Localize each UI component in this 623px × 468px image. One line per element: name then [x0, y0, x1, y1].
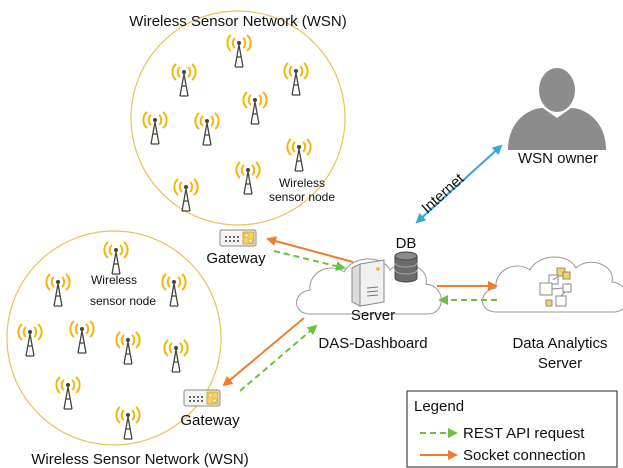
gateway-bottom-label: Gateway — [180, 412, 240, 429]
database-icon — [394, 251, 418, 283]
gateway-top-label: Gateway — [206, 250, 266, 267]
wsn-bottom-title: Wireless Sensor Network (WSN) — [31, 451, 249, 468]
legend-title: Legend — [414, 398, 464, 415]
internet-label: Internet — [418, 170, 468, 217]
internet-arrow — [415, 144, 503, 224]
person-icon — [508, 68, 606, 150]
server-label: Server — [351, 307, 395, 324]
wsn-owner-label: WSN owner — [518, 150, 598, 167]
socket-arrow-gateway-top — [266, 236, 354, 263]
node-label-bottom-line2: sensor node — [90, 294, 156, 308]
legend-rest-label: REST API request — [463, 425, 585, 442]
das-dashboard-label: DAS-Dashboard — [318, 335, 427, 352]
wsn-top-circle — [130, 10, 346, 226]
legend: Legend REST API request Socket connectio… — [406, 390, 618, 468]
analytics-icon — [539, 267, 572, 307]
rest-arrow-gateway-bottom — [239, 324, 318, 392]
db-label: DB — [396, 235, 417, 252]
analytics-label-line1: Data Analytics — [512, 335, 607, 352]
gateway-icon — [219, 229, 257, 247]
wsn-top-title: Wireless Sensor Network (WSN) — [129, 13, 347, 30]
node-label-top-line1: Wireless — [279, 176, 325, 190]
legend-socket-label: Socket connection — [463, 447, 586, 464]
rest-arrow-gateway-top — [273, 250, 346, 271]
wsn-bottom-group: Wireless Sensor Network (WSN) Wireless s… — [6, 230, 249, 468]
node-label-top-line2: sensor node — [269, 190, 335, 204]
socket-arrow-gateway-bottom — [222, 317, 305, 387]
node-label-bottom-line1: Wireless — [91, 273, 137, 287]
gateway-icon — [183, 389, 221, 407]
wsn-top-group: Wireless Sensor Network (WSN) Wireless s… — [129, 10, 347, 226]
analytics-label-line2: Server — [538, 355, 582, 372]
server-icon — [351, 259, 385, 307]
